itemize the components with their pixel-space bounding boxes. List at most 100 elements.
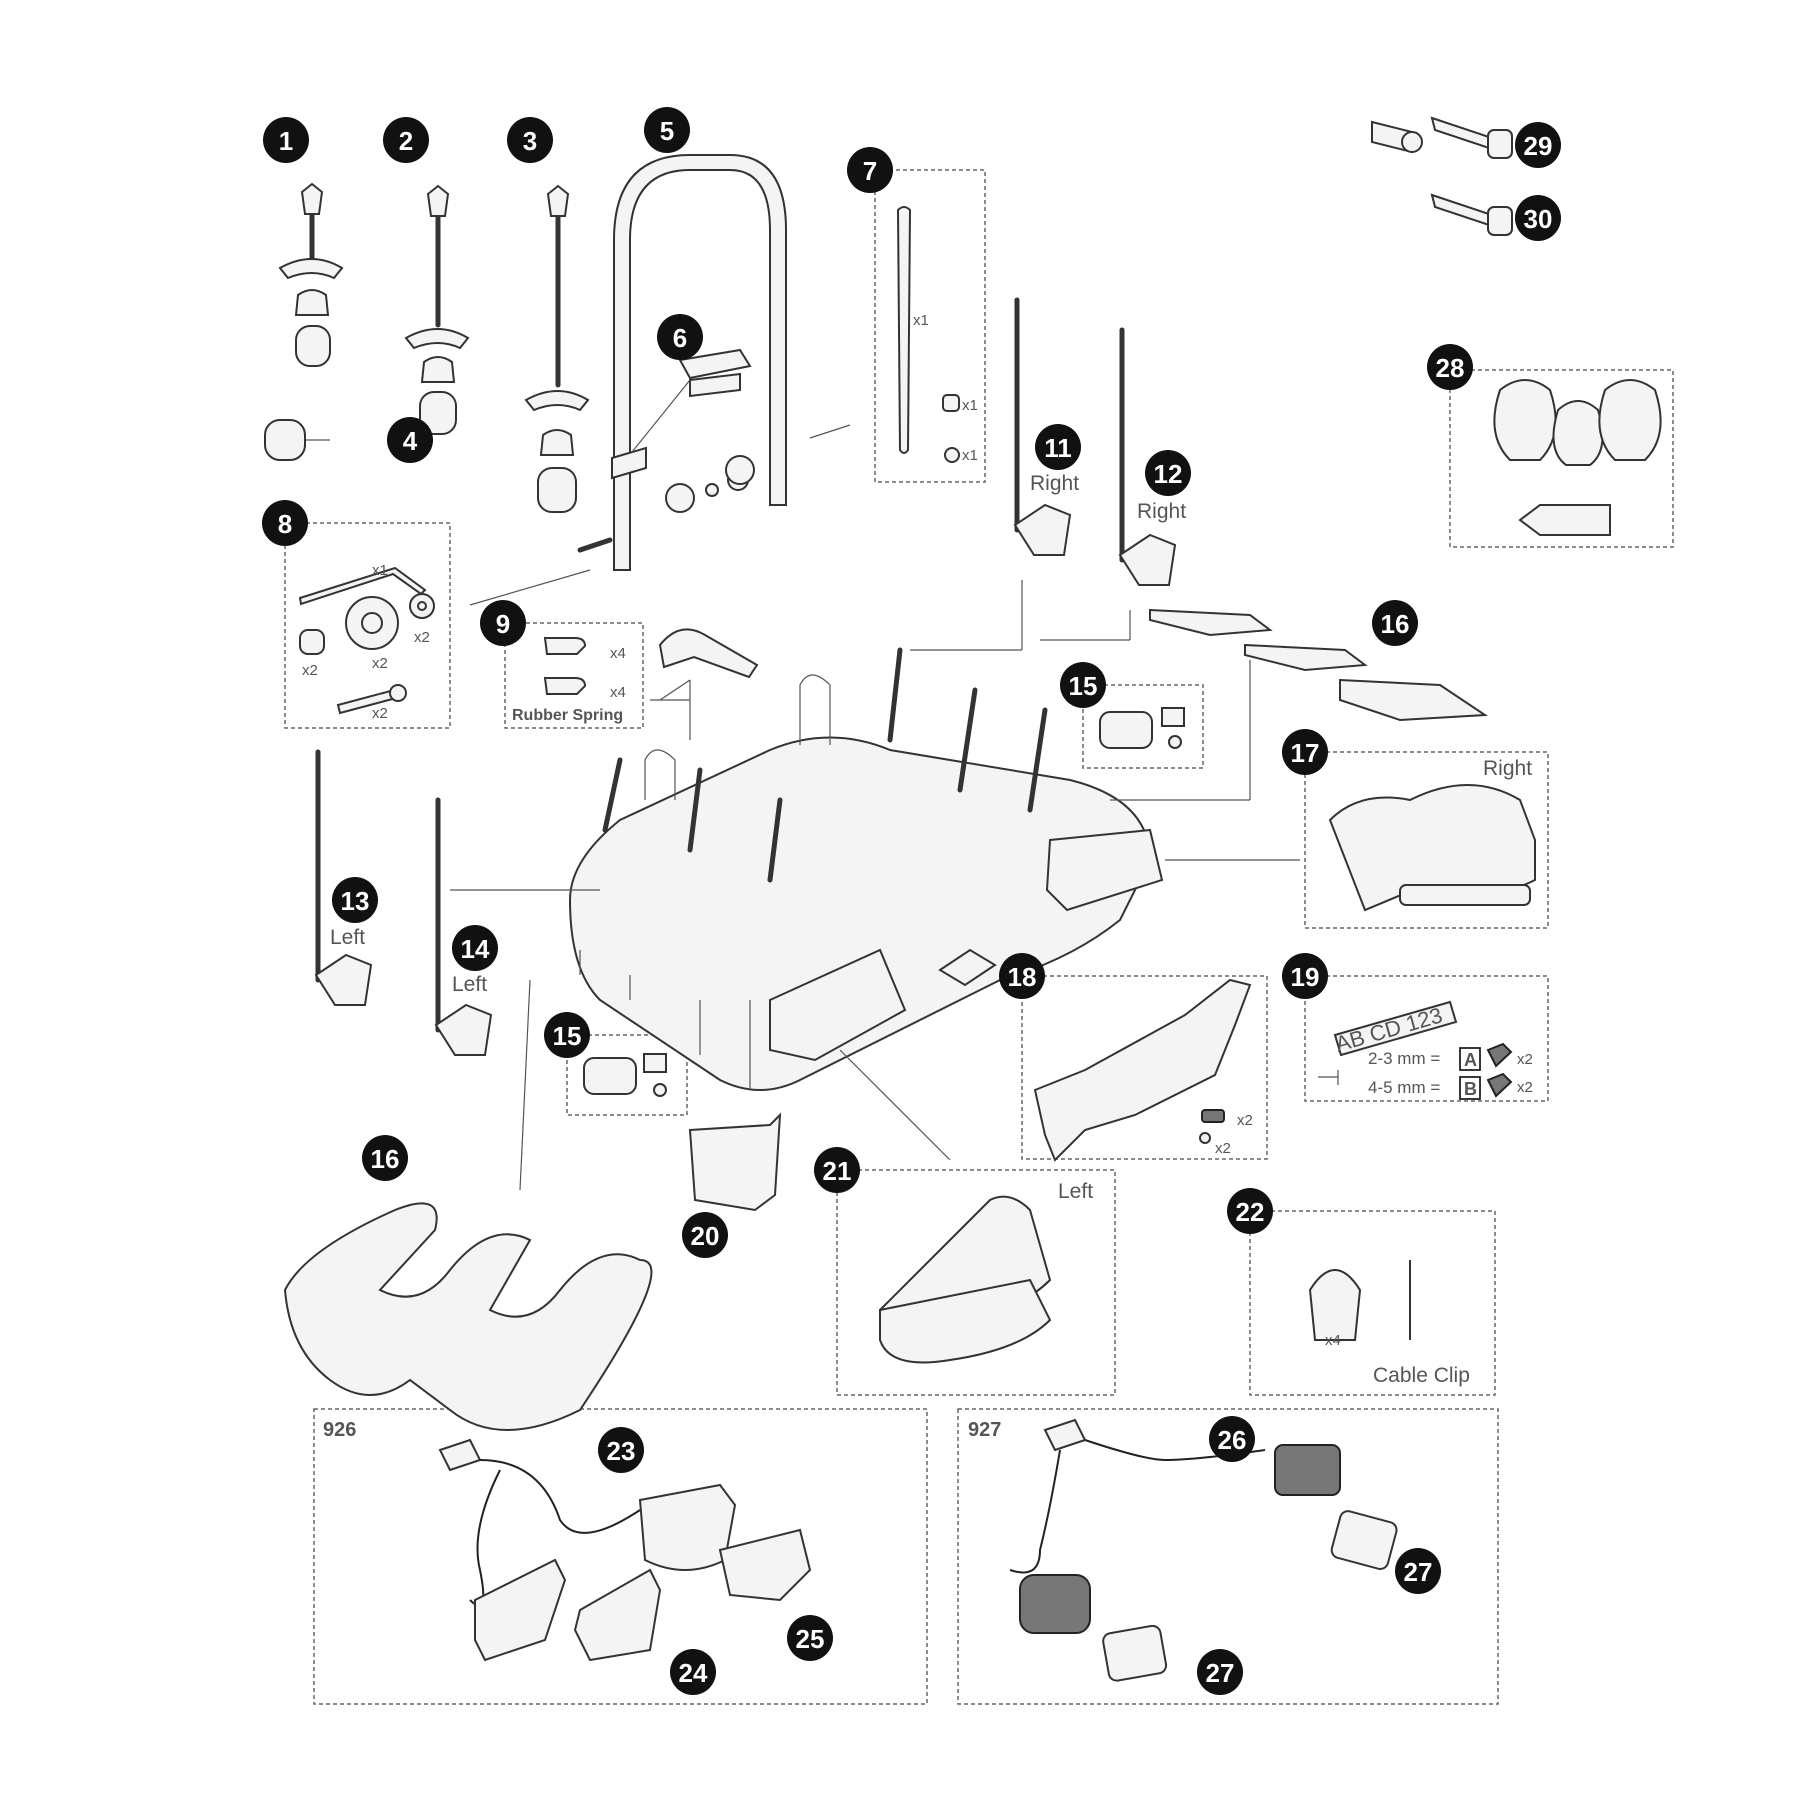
washer-8: [409, 593, 435, 619]
box-7: [874, 169, 986, 483]
callout-27: 27: [1197, 1649, 1243, 1695]
callout-6: 6: [657, 314, 703, 360]
key-29: [1430, 116, 1513, 159]
callout-29: 29: [1515, 122, 1561, 168]
qty-nut: x1: [962, 397, 978, 414]
callout-number: 27: [1404, 1557, 1433, 1587]
knob-8: [345, 596, 399, 650]
qty-spacer: x2: [302, 662, 318, 679]
callout-badge: [644, 107, 690, 153]
frame-clamp: [678, 348, 752, 398]
callout-19: 19: [1282, 953, 1328, 999]
callout-number: 22: [1236, 1197, 1265, 1227]
callout-badge: [682, 1212, 728, 1258]
qty-strap: x1: [913, 312, 929, 329]
callout-13: 13: [332, 877, 378, 923]
label-rubber-spring: Rubber Spring: [512, 707, 623, 724]
callout-number: 24: [679, 1658, 708, 1688]
qty-spring-b: x4: [610, 684, 626, 701]
callout-number: 17: [1291, 738, 1320, 768]
lighting-kit-927: [1009, 1418, 1398, 1682]
callout-badge: [1282, 953, 1328, 999]
frame-holder-medium: [404, 184, 470, 435]
callout-number: 7: [863, 156, 877, 186]
callout-number: 19: [1291, 962, 1320, 992]
callout-badge: [452, 925, 498, 971]
side-cover: [1033, 978, 1252, 1162]
label-set-927: 927: [968, 1419, 1001, 1441]
callout-badge: [670, 1649, 716, 1695]
rod-holder-14: [434, 797, 493, 1056]
callout-number: 30: [1524, 204, 1553, 234]
qty-screw-18a: x2: [1237, 1112, 1253, 1129]
callout-number: 16: [371, 1144, 400, 1174]
callout-badge: [387, 417, 433, 463]
qty-screw-18b: x2: [1215, 1140, 1231, 1157]
box-15-lower: [566, 1034, 688, 1116]
callout-27: 27: [1395, 1548, 1441, 1594]
callout-28: 28: [1427, 344, 1473, 390]
callout-17: 17: [1282, 729, 1328, 775]
callout-26: 26: [1209, 1416, 1255, 1462]
end-cap-lower: [583, 1053, 667, 1097]
callout-badge: [383, 117, 429, 163]
rod-holder-12: [1118, 327, 1177, 586]
box-15-upper: [1082, 684, 1204, 769]
callout-8: 8: [262, 500, 308, 546]
lock-cylinder: [1371, 120, 1423, 154]
callout-number: 9: [496, 609, 510, 639]
key-30: [1430, 193, 1513, 236]
rod-holder-11: [1013, 297, 1072, 556]
callout-badge: [1060, 662, 1106, 708]
knob-hardware: [577, 424, 851, 553]
callout-number: 26: [1218, 1425, 1247, 1455]
callout-badge: [263, 117, 309, 163]
callout-11: 11: [1035, 424, 1081, 470]
wheel-tray-upper: [1149, 608, 1489, 722]
callout-number: 6: [673, 323, 687, 353]
bolt-8: [336, 684, 407, 715]
plate-code-a-box: [1459, 1047, 1481, 1071]
callout-badge: [1515, 122, 1561, 168]
plate-row-b: 4-5 mm =: [1368, 1078, 1440, 1097]
label-right-17: Right: [1483, 757, 1532, 780]
frame-holder-short: [278, 182, 344, 367]
callout-badge: [847, 147, 893, 193]
box-18: [1021, 975, 1268, 1160]
tail-light-housing-right: [1328, 784, 1536, 912]
label-left-14: Left: [452, 973, 487, 996]
callout-badge: [787, 1615, 833, 1661]
callout-15: 15: [544, 1012, 590, 1058]
callout-badge: [1209, 1416, 1255, 1462]
callout-23: 23: [598, 1427, 644, 1473]
callout-badge: [814, 1147, 860, 1193]
box-17: [1304, 751, 1549, 929]
callout-badge: [1395, 1548, 1441, 1594]
callout-badge: [1227, 1188, 1273, 1234]
callout-number: 14: [461, 934, 490, 964]
rubber-spring-b: [543, 677, 587, 695]
callout-2: 2: [383, 117, 429, 163]
label-set-926: 926: [323, 1419, 356, 1441]
qty-washer-small: x1: [962, 447, 978, 464]
box-19: [1304, 975, 1549, 1102]
callout-number: 27: [1206, 1658, 1235, 1688]
callout-badge: [1427, 344, 1473, 390]
wheel-holder-detail: [650, 628, 759, 701]
callout-number: 8: [278, 509, 292, 539]
callout-badge: [598, 1427, 644, 1473]
callout-badge: [1515, 195, 1561, 241]
lighting-kit-926: [438, 1438, 812, 1662]
box-8: [284, 522, 451, 729]
wheel-tray-lower: [283, 1202, 653, 1431]
callout-number: 21: [823, 1156, 852, 1186]
box-926: [313, 1408, 928, 1705]
callout-number: 1: [279, 126, 293, 156]
callout-number: 28: [1436, 353, 1465, 383]
tail-light-housing-left: [879, 1195, 1052, 1364]
callout-18: 18: [999, 953, 1045, 999]
callout-number: 5: [660, 116, 674, 146]
callout-4: 4: [387, 417, 433, 463]
